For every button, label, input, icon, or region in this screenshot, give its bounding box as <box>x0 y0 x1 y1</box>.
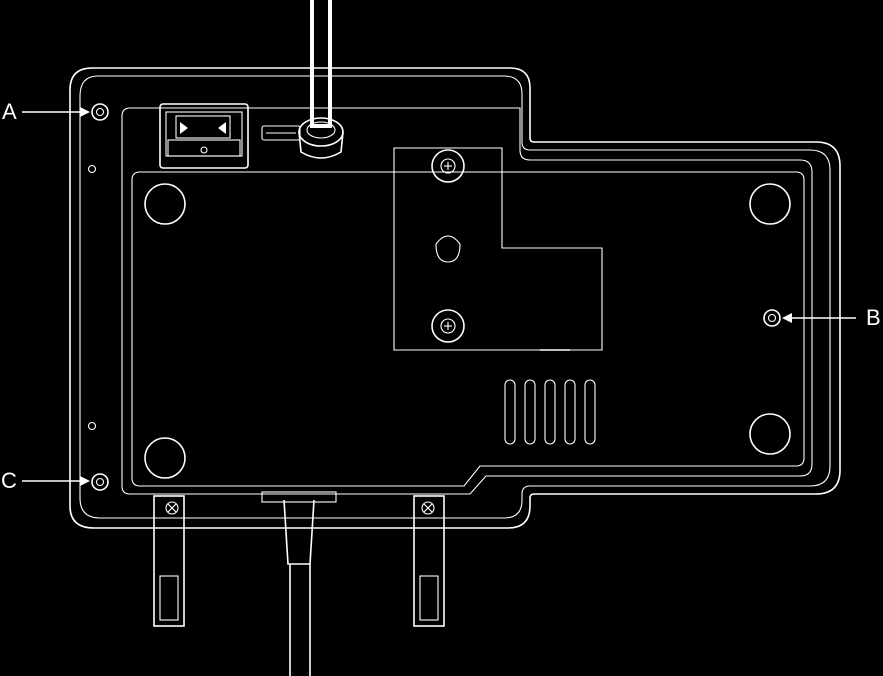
rubber-foot <box>749 183 791 225</box>
callout-label-a: A <box>2 99 17 124</box>
power-switch[interactable] <box>159 103 249 169</box>
callout-label-b: B <box>866 305 881 330</box>
rubber-foot <box>144 437 186 479</box>
screw-a <box>91 103 109 121</box>
screw-b <box>763 309 781 327</box>
base-plate <box>131 171 805 487</box>
rubber-feet <box>144 183 791 479</box>
callout-leaders <box>22 107 856 486</box>
mounting-bracket <box>393 147 603 351</box>
housing-outline <box>69 67 841 529</box>
ventilation-slots <box>504 379 596 445</box>
recessed-panel <box>121 107 813 495</box>
screw-c <box>91 473 109 491</box>
small-hole-lower <box>87 421 97 431</box>
small-hole-upper <box>87 164 97 174</box>
cable-gland <box>261 117 344 159</box>
housing-inner-outline <box>79 75 831 519</box>
wall-clips <box>153 495 445 627</box>
bottom-cable <box>261 491 337 676</box>
rubber-foot <box>749 413 791 455</box>
top-cable <box>310 0 332 128</box>
callout-label-c: C <box>1 468 17 493</box>
rubber-foot <box>144 183 186 225</box>
